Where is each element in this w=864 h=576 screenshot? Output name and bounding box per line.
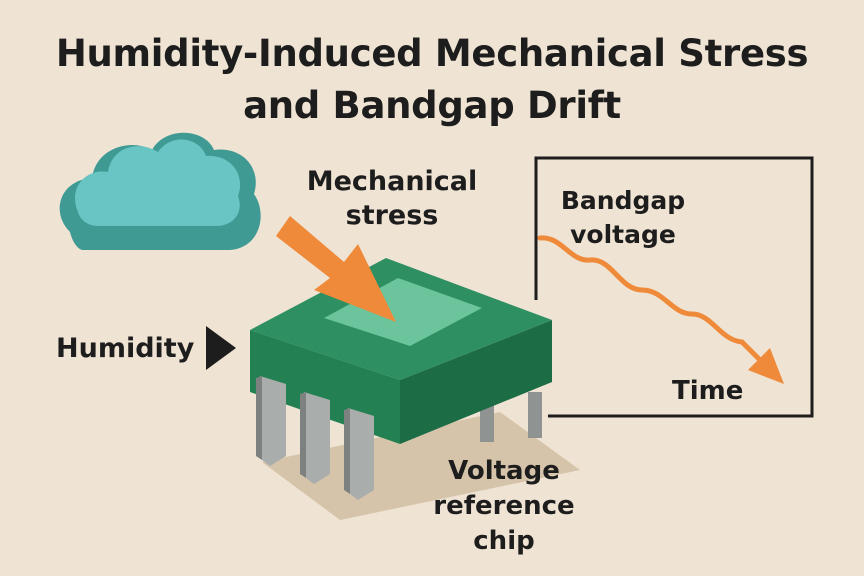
chip-label: Voltage reference chip bbox=[424, 454, 584, 559]
chip-label-line1: Voltage bbox=[448, 456, 560, 486]
chip-pin-front bbox=[300, 392, 330, 484]
chip-side-right bbox=[400, 320, 552, 444]
curve-arrowhead-icon bbox=[748, 348, 784, 384]
mechanical-stress-label-line1: Mechanical bbox=[306, 166, 478, 197]
chip-die-pad bbox=[324, 278, 482, 346]
bandgap-drift-plot bbox=[534, 156, 814, 418]
mechanical-stress-label: Mechanical stress bbox=[297, 165, 487, 233]
chip-pin-back bbox=[480, 402, 494, 442]
chip-label-line2: reference bbox=[433, 491, 575, 521]
arrow-down-right-icon bbox=[276, 216, 396, 322]
mechanical-stress-label-line2: stress bbox=[345, 200, 439, 231]
chip-pin-front bbox=[344, 408, 374, 500]
humidity-label: Humidity bbox=[56, 333, 195, 364]
bandgap-voltage-label-line1: Bandgap bbox=[560, 186, 686, 215]
diagram-title-line1: Humidity-Induced Mechanical Stress bbox=[55, 32, 809, 75]
triangle-right-icon bbox=[206, 326, 236, 370]
chip-pin-front bbox=[256, 376, 286, 466]
cloud-icon bbox=[59, 132, 261, 250]
bandgap-voltage-curve bbox=[537, 235, 763, 363]
diagram-title-line2: and Bandgap Drift bbox=[243, 84, 621, 127]
voltage-reference-chip bbox=[250, 258, 552, 500]
chip-pin-back bbox=[528, 392, 542, 438]
chip-shadow bbox=[262, 412, 580, 520]
bandgap-voltage-label-line2: voltage bbox=[570, 220, 676, 249]
plot-frame bbox=[534, 156, 814, 418]
chip-label-line3: chip bbox=[473, 526, 535, 556]
bandgap-voltage-label: Bandgap voltage bbox=[548, 184, 698, 252]
time-axis-label: Time bbox=[672, 376, 744, 406]
